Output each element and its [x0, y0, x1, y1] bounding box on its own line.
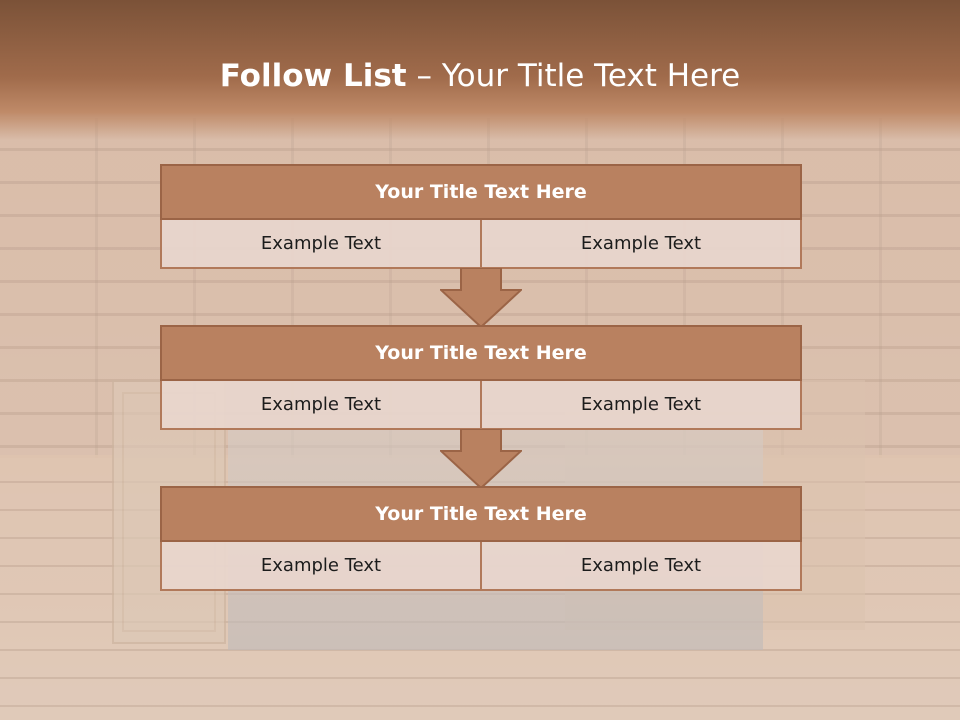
block-cell-right[interactable]: Example Text: [482, 542, 802, 591]
slide-title-bold: Follow List: [219, 58, 407, 94]
list-block-1: Your Title Text Here Example Text Exampl…: [160, 164, 802, 269]
block-cell-right[interactable]: Example Text: [482, 220, 802, 269]
block-row: Example Text Example Text: [160, 381, 802, 430]
block-cell-left[interactable]: Example Text: [160, 220, 482, 269]
block-cell-right[interactable]: Example Text: [482, 381, 802, 430]
slide-title-rest: – Your Title Text Here: [406, 58, 741, 94]
header-band: [0, 0, 960, 140]
block-row: Example Text Example Text: [160, 220, 802, 269]
block-title[interactable]: Your Title Text Here: [160, 486, 802, 542]
block-title[interactable]: Your Title Text Here: [160, 164, 802, 220]
block-cell-left[interactable]: Example Text: [160, 542, 482, 591]
block-row: Example Text Example Text: [160, 542, 802, 591]
slide-title: Follow List – Your Title Text Here: [0, 52, 960, 100]
down-arrow-icon: [440, 429, 522, 489]
block-cell-left[interactable]: Example Text: [160, 381, 482, 430]
down-arrow-icon: [440, 268, 522, 328]
list-block-2: Your Title Text Here Example Text Exampl…: [160, 325, 802, 430]
list-block-3: Your Title Text Here Example Text Exampl…: [160, 486, 802, 591]
block-title[interactable]: Your Title Text Here: [160, 325, 802, 381]
